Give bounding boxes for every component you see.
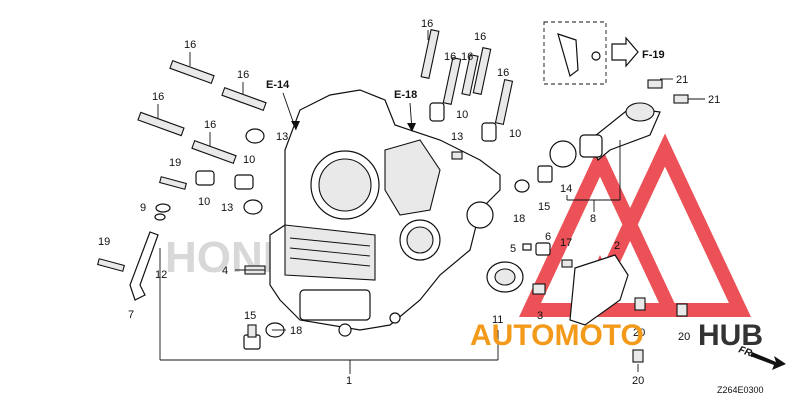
- callout-label: 19: [98, 236, 110, 248]
- callout-label: 21: [676, 74, 688, 86]
- callout-label: 14: [560, 183, 572, 195]
- callout-label: 16: [474, 31, 486, 43]
- callout-label: 16: [152, 91, 164, 103]
- callout-label: 6: [545, 231, 551, 243]
- diagram-code: Z264E0300: [717, 385, 764, 395]
- dowels-and-washers: [195, 102, 497, 215]
- callout-label: 2: [614, 240, 620, 252]
- callout-label: 16: [461, 51, 473, 63]
- callout-label: 15: [244, 310, 256, 322]
- callout-label: 16: [421, 18, 433, 30]
- callout-label: 10: [456, 109, 468, 121]
- callout-label: 20: [678, 331, 690, 343]
- callout-label: 16: [204, 119, 216, 131]
- small-parts: [522, 242, 573, 295]
- filler-plug: [514, 165, 553, 193]
- callout-label: 13: [451, 131, 463, 143]
- callout-label: 1: [346, 375, 352, 387]
- callout-label: 10: [243, 154, 255, 166]
- callout-label: 16: [444, 51, 456, 63]
- callout-label: 15: [538, 201, 550, 213]
- watermark-text-part2: HUB: [698, 319, 763, 352]
- callout-label: 16: [237, 69, 249, 81]
- watermark-logo: [519, 133, 752, 317]
- callout-label: 10: [198, 196, 210, 208]
- callout-label: 13: [221, 202, 233, 214]
- dipstick-and-pins: [96, 176, 188, 301]
- side-cover: [569, 254, 688, 363]
- callout-label: 7: [128, 309, 134, 321]
- section-ref-e14: E-14: [266, 79, 290, 91]
- callout-label: 21: [708, 94, 720, 106]
- callout-label: 9: [140, 202, 146, 214]
- section-ref-e18: E-18: [394, 89, 417, 101]
- callout-label: 10: [509, 128, 521, 140]
- leader-lines: [157, 30, 705, 374]
- callout-label: 11: [492, 314, 503, 326]
- callout-label: 12: [155, 269, 167, 281]
- callout-label: 5: [510, 243, 516, 255]
- bracket-inset: [543, 21, 639, 85]
- section-ref-f19: F-19: [642, 49, 665, 61]
- callout-label: 16: [184, 39, 196, 51]
- callout-label: 16: [497, 67, 509, 79]
- callout-label: 18: [513, 213, 525, 225]
- studs: [137, 29, 514, 164]
- callout-label: 8: [590, 213, 596, 225]
- callout-label: 4: [222, 265, 228, 277]
- watermark-wordmark: AUTOMOTO HUB: [470, 319, 763, 352]
- section-references: E-14 E-18 F-19: [266, 49, 665, 132]
- breather-tube: [549, 102, 661, 168]
- watermark-text-part1: AUTOMOTO: [470, 319, 644, 352]
- oil-seal: [486, 261, 524, 293]
- callout-label: 20: [633, 327, 645, 339]
- callout-label: 20: [632, 375, 644, 387]
- callout-label: 17: [560, 237, 572, 249]
- callout-label: 18: [290, 325, 302, 337]
- crankcase-block: [269, 89, 501, 337]
- callout-label: 3: [537, 310, 543, 322]
- callout-labels: 16 16 16 16 16 16 16 16 16 13 13 13 10 1…: [98, 18, 720, 387]
- drain-plug: [243, 322, 285, 350]
- callout-label: 13: [276, 131, 288, 143]
- callout-label: 19: [169, 157, 181, 169]
- front-direction-arrow: FR.: [737, 344, 786, 370]
